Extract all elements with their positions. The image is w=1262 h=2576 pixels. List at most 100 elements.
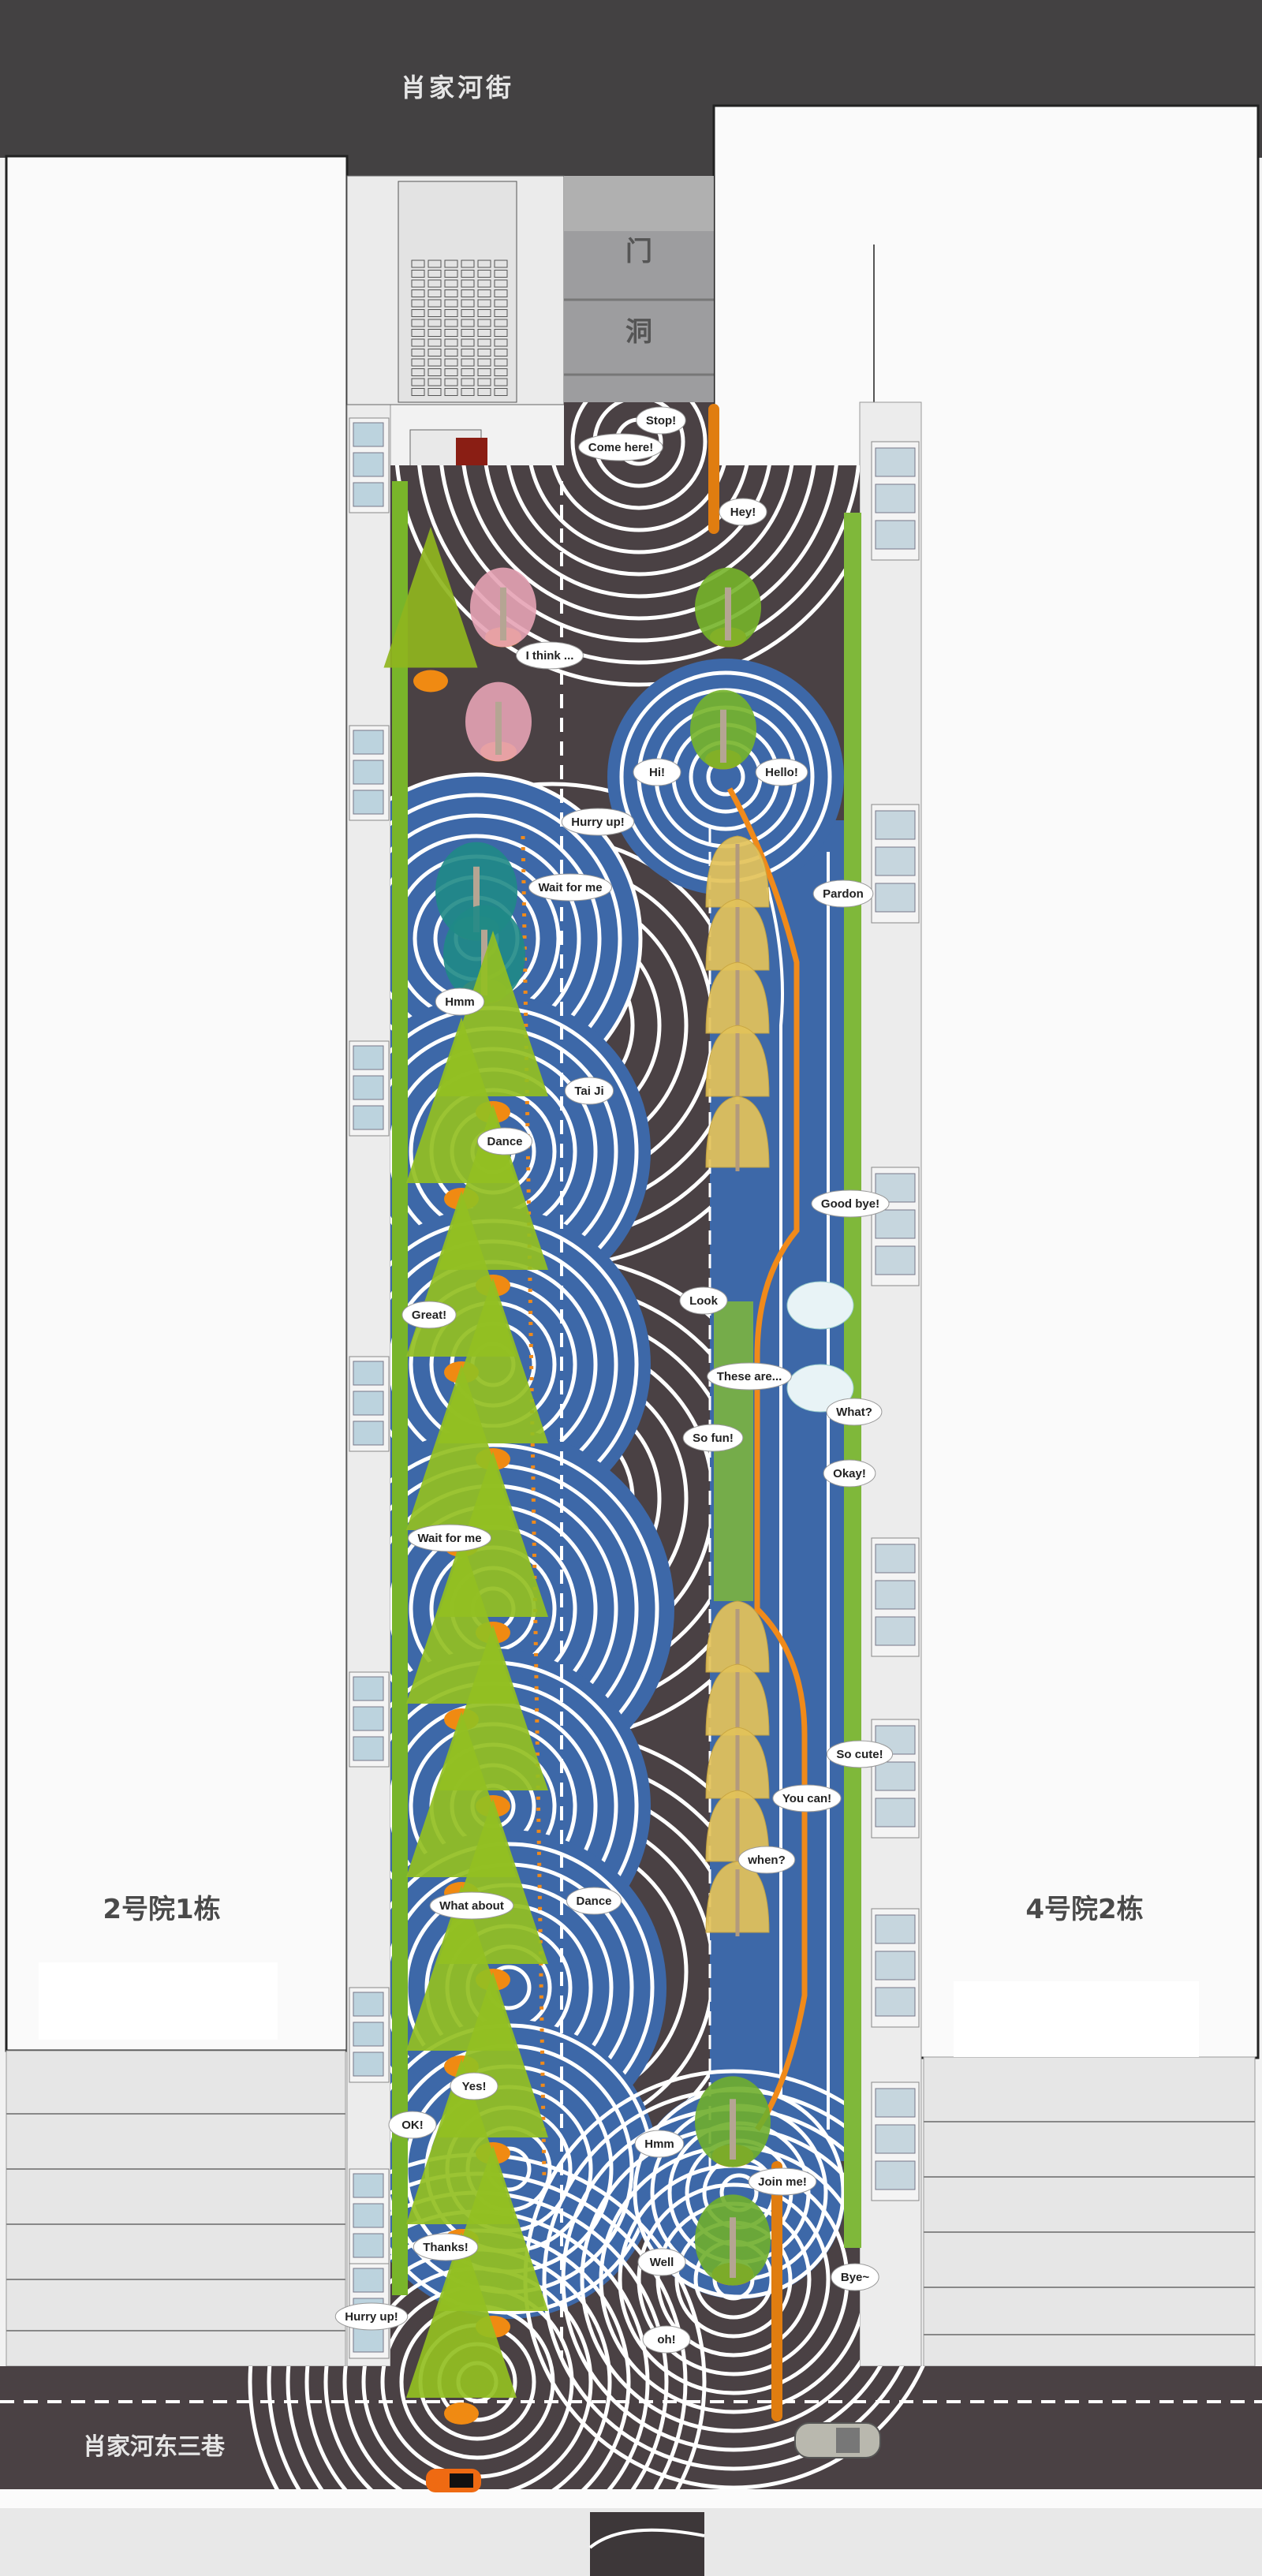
north-street-label: 肖家河街 (401, 73, 514, 103)
speech-bubble: Wait for me (407, 1524, 492, 1552)
grey-car (794, 2422, 881, 2458)
speech-bubble-text: Tai Ji (574, 1085, 603, 1098)
speech-bubble: What about (429, 1891, 514, 1920)
west-building-label: 2号院1栋 (103, 1894, 220, 1925)
speech-bubble: Bye~ (831, 2263, 879, 2291)
west-building: 2号院1栋 (5, 155, 349, 2367)
speech-bubble: So cute! (826, 1740, 894, 1768)
speech-bubble-text: Thanks! (423, 2241, 469, 2254)
paving-sample (590, 2512, 704, 2576)
speech-bubble-text: oh! (657, 2333, 675, 2346)
speech-bubble: Hi! (633, 758, 681, 786)
speech-bubble: Well (637, 2248, 686, 2276)
speech-bubble: What? (826, 1398, 883, 1426)
speech-bubble-text: Well (650, 2256, 674, 2269)
gate-label-1: 门 (625, 236, 652, 267)
speech-bubble: Hurry up! (561, 808, 635, 836)
speech-bubble: Hurry up! (334, 2302, 409, 2331)
speech-bubble: Look (679, 1286, 728, 1315)
speech-bubble-text: Hi! (649, 766, 665, 779)
speech-bubble-text: What about (439, 1899, 504, 1913)
speech-bubble-text: So fun! (693, 1432, 734, 1445)
round-tree (465, 681, 532, 762)
speech-bubble: OK! (388, 2111, 437, 2139)
orange-car (426, 2469, 481, 2492)
orange-pole (771, 2161, 782, 2421)
south-street-label: 肖家河东三巷 (83, 2433, 226, 2461)
speech-bubble: Yes! (450, 2072, 498, 2100)
speech-bubble-text: Great! (412, 1309, 446, 1322)
speech-bubble-text: Stop! (646, 414, 676, 427)
speech-bubble-text: Bye~ (841, 2271, 870, 2284)
speech-bubble-text: Hurry up! (571, 816, 625, 829)
speech-bubble-text: Hurry up! (345, 2310, 398, 2324)
speech-bubble: Great! (401, 1301, 457, 1329)
speech-bubble-text: when? (747, 1854, 786, 1867)
ginkgo-tree (705, 1861, 770, 1936)
speech-bubble: Join me! (748, 2167, 817, 2196)
speech-bubble: Dance (476, 1127, 533, 1155)
speech-bubble-text: Hmm (644, 2137, 674, 2151)
speech-bubble-text: Hey! (730, 506, 756, 519)
speech-bubble-text: Dance (576, 1895, 611, 1908)
speech-bubble-text: I think ... (526, 649, 574, 663)
speech-bubble: Pardon (812, 879, 874, 908)
speech-bubble-text: So cute! (836, 1748, 883, 1761)
speech-bubble: Tai Ji (564, 1077, 614, 1105)
round-tree (695, 2194, 771, 2286)
east-label-box (954, 1981, 1199, 2057)
west-label-box (39, 1962, 278, 2040)
speech-bubbles: Stop! Come here! Hey! I think ... Hi! Hello! H… (334, 406, 894, 2354)
ginkgo-tree (705, 1025, 770, 1100)
blue-ring-plaza (607, 659, 844, 895)
ginkgo-tree (705, 1096, 770, 1171)
speech-bubble: These are... (707, 1362, 792, 1391)
conifer-tree (383, 527, 478, 693)
speech-bubble: Okay! (823, 1459, 876, 1488)
speech-bubble: oh! (642, 2325, 691, 2354)
speech-bubble-text: OK! (401, 2119, 424, 2132)
ginkgo-tree (705, 1600, 770, 1676)
speech-bubble: You can! (772, 1784, 842, 1813)
speech-bubble: Thanks! (413, 2233, 479, 2261)
speech-bubble-text: Look (689, 1294, 718, 1308)
speech-bubble: when? (737, 1846, 796, 1874)
speech-bubble-text: Okay! (833, 1467, 866, 1480)
gate-label-2: 洞 (625, 316, 652, 348)
speech-bubble-text: You can! (782, 1792, 831, 1805)
speech-bubble: Stop! (636, 406, 686, 435)
cafe-umbrellas (786, 1281, 854, 1413)
orange-running-line (726, 787, 808, 2131)
speech-bubble-text: What? (836, 1406, 872, 1419)
speech-bubble: Hey! (719, 498, 767, 526)
round-tree (470, 567, 536, 648)
speech-bubble-text: Pardon (823, 887, 864, 901)
speech-bubble-text: Yes! (462, 2080, 487, 2093)
east-building-label: 4号院2栋 (1025, 1894, 1143, 1925)
speech-bubble: Come here! (578, 433, 663, 461)
speech-bubble: So fun! (682, 1424, 744, 1452)
speech-bubble: Good bye! (811, 1189, 890, 1218)
speech-bubble-text: Come here! (588, 441, 654, 454)
balcony-windows (349, 417, 920, 2359)
decorative-grille (411, 259, 508, 396)
round-tree (695, 567, 761, 648)
east-balcony-column (859, 401, 922, 2367)
speech-bubble: Hello! (755, 758, 808, 786)
round-tree (690, 689, 756, 770)
speech-bubble-text: Hello! (765, 766, 798, 779)
ginkgo-tree (705, 1790, 770, 1865)
round-tree (695, 2076, 771, 2167)
east-flower-strip (844, 513, 861, 2248)
speech-bubble: Hmm (634, 2130, 685, 2158)
speech-bubble-text: Hmm (445, 995, 475, 1009)
conifer-tree (406, 2232, 517, 2425)
speech-bubble: Dance (566, 1887, 622, 1915)
gate-building: 门 洞 (346, 175, 714, 474)
speech-bubble-text: Wait for me (417, 1532, 481, 1545)
speech-bubble-text: Good bye! (821, 1197, 879, 1211)
speech-bubble-text: Wait for me (538, 881, 602, 894)
speech-bubble: I think ... (516, 641, 584, 670)
speech-bubble: Wait for me (528, 873, 613, 902)
